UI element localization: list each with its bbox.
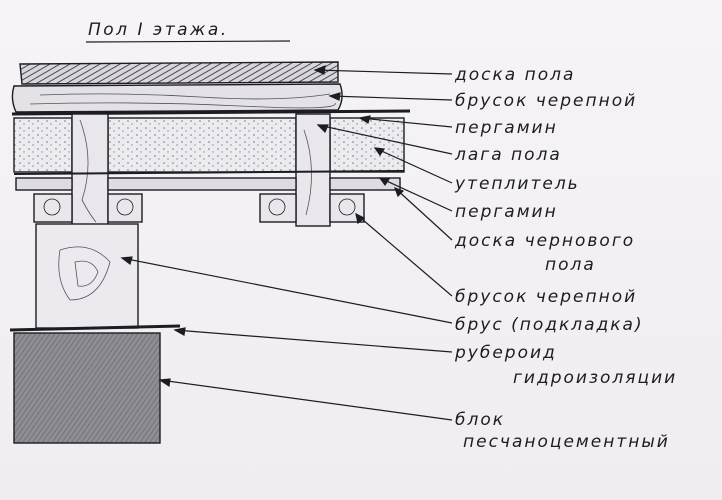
- beam-pad-layer: [35, 223, 139, 329]
- subfloor-right: [329, 177, 401, 191]
- leader-subfloor: [394, 187, 453, 241]
- sand-cement-block: [13, 332, 161, 444]
- floor-board-layer: [19, 61, 339, 85]
- leader-cranial-bottom: [355, 213, 453, 297]
- construction-layers: [9, 61, 411, 444]
- label-floor-board: доска пола: [454, 65, 575, 85]
- pergamin-bottom-layer: [13, 170, 405, 175]
- leader-floor-board: [314, 69, 453, 75]
- label-pergamin-top: пергамин: [455, 118, 558, 138]
- label-roofing-felt-2: гидроизоляции: [513, 368, 677, 388]
- floor-joist-left: [71, 113, 109, 227]
- title-group: Пол I этажа.: [85, 20, 291, 43]
- leader-insulation: [374, 147, 453, 184]
- leader-beam-pad: [121, 257, 453, 324]
- label-insulation: утеплитель: [454, 174, 580, 194]
- subfloor-left: [15, 177, 73, 191]
- leader-pergamin-bottom: [379, 177, 453, 212]
- insulation-middle: [107, 117, 297, 173]
- leader-roofing-felt: [174, 329, 453, 353]
- label-cranial-bar-top: брусок черепной: [455, 91, 637, 111]
- label-beam-pad: брус (подкладка): [455, 315, 644, 335]
- cranial-bar-top-layer: [11, 83, 343, 113]
- roofing-felt-layer: [9, 324, 181, 332]
- leader-pergamin-top: [359, 117, 453, 128]
- label-subfloor-1: доска чернового: [454, 231, 635, 251]
- label-block-1: блок: [455, 410, 505, 430]
- drawing-title: Пол I этажа.: [88, 20, 229, 40]
- label-cranial-bar-bottom: брусок черепной: [455, 287, 637, 307]
- cranial-bar-mid: [107, 193, 143, 223]
- insulation-left: [13, 117, 73, 173]
- label-pergamin-bottom: пергамин: [455, 202, 558, 222]
- leader-block: [159, 379, 453, 421]
- leader-lines: [120, 65, 453, 421]
- floor-joist-right: [295, 113, 331, 227]
- callout-labels: доска пола брусок черепной пергамин лага…: [454, 65, 677, 452]
- insulation-right: [329, 117, 405, 173]
- label-roofing-felt-1: рубероид: [454, 343, 557, 363]
- label-floor-joist: лага пола: [454, 145, 562, 165]
- subfloor-middle: [107, 177, 297, 191]
- cranial-bar-left: [33, 193, 73, 223]
- leader-joist: [317, 124, 453, 155]
- label-subfloor-2: пола: [545, 255, 596, 275]
- leader-cranial-top: [329, 95, 453, 101]
- cranial-bar-right-a: [259, 193, 297, 223]
- label-block-2: песчаноцементный: [463, 432, 670, 452]
